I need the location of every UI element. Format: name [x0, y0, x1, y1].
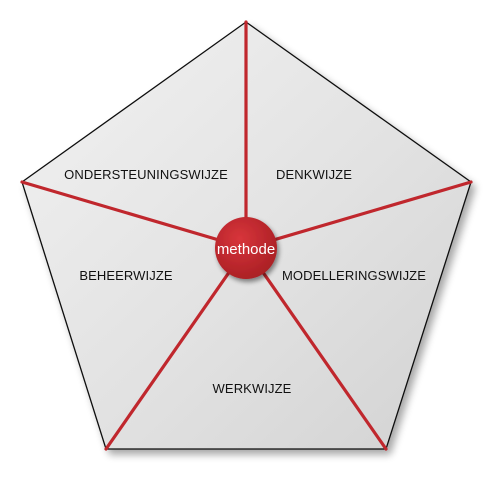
- divider-line-bottom-right: [244, 246, 388, 451]
- segment-label-werkwijze: WERKWIJZE: [213, 381, 292, 396]
- center-hub-label: methode: [217, 241, 275, 258]
- divider-line-bottom-left: [104, 246, 248, 451]
- divider-line-right: [244, 180, 473, 250]
- segment-label-beheerwijze: BEHEERWIJZE: [79, 268, 173, 283]
- segment-label-ondersteuningswijze: ONDERSTEUNINGSWIJZE: [64, 167, 228, 182]
- center-hub: [215, 217, 277, 279]
- segment-label-denkwijze: DENKWIJZE: [276, 167, 352, 182]
- divider-line-left: [20, 180, 248, 250]
- center-hub-circle: [215, 217, 277, 279]
- divider-lines: [20, 20, 473, 451]
- segment-label-modelleringswijze: MODELLERINGSWIJZE: [282, 268, 426, 283]
